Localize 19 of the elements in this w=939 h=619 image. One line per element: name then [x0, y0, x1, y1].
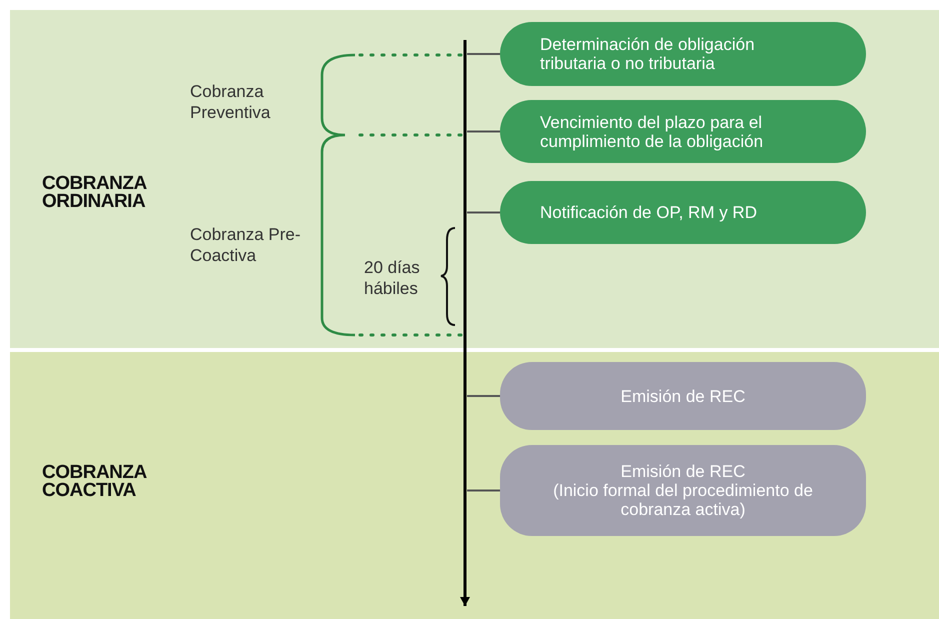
connector-line [467, 395, 500, 397]
phase-band [10, 352, 939, 619]
phase-title: COBRANZA ORDINARIA [42, 175, 148, 211]
phase-band [10, 10, 939, 348]
event-text: (Inicio formal del procedimiento de cobranza activa) [552, 481, 814, 519]
stage-label: Cobranza Preventiva [190, 81, 272, 123]
event-text: Notificación de OP, RM y RD [540, 203, 758, 222]
connector-line [467, 212, 500, 214]
stage-label: Cobranza Pre-Coactiva [190, 224, 302, 266]
event-pill [500, 445, 866, 536]
duration-label: 20 días hábiles [364, 257, 421, 299]
event-text: Vencimiento del plazo para el cumplimiento de la obligación [540, 112, 764, 150]
connector-line [467, 490, 500, 492]
phase-title: COBRANZA COACTIVA [42, 464, 148, 500]
connector-line [467, 130, 500, 132]
event-text: Determinación de obligación tributaria o no tributaria [540, 35, 756, 73]
connector-line [467, 53, 500, 55]
event-text: Emisión de REC [620, 462, 746, 481]
event-text: Emisión de REC [620, 386, 746, 406]
